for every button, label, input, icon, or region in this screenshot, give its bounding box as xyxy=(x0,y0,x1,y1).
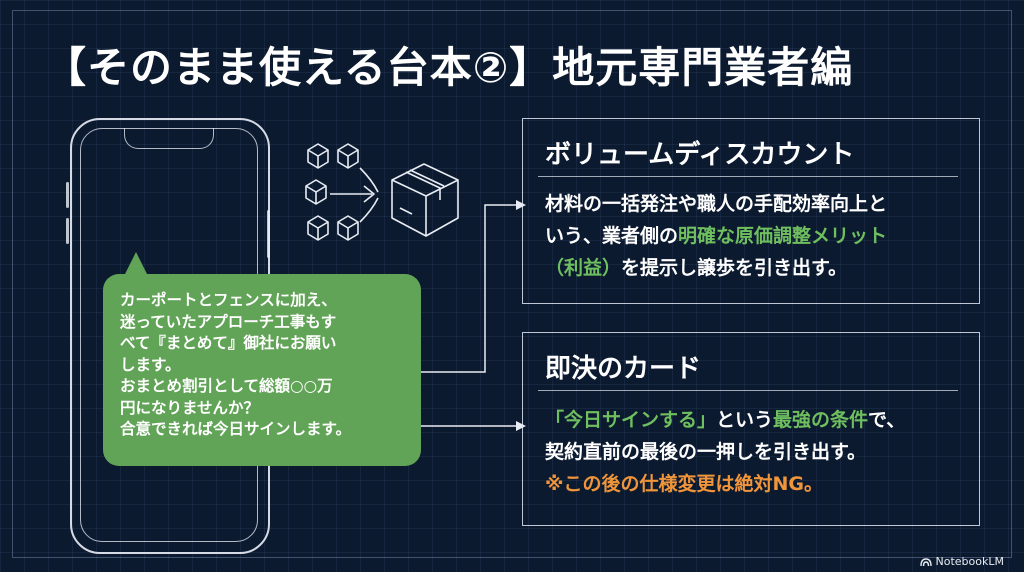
volume-discount-divider xyxy=(538,176,958,177)
text-segment: という xyxy=(716,409,774,431)
speech-bubble-tail xyxy=(124,252,148,276)
instant-decision-line-1: 「今日サインする」という最強の条件で、 xyxy=(545,404,905,436)
text-segment: を提示し譲歩を引き出す。 xyxy=(621,257,848,279)
instant-decision-panel xyxy=(522,332,980,526)
text-segment: で、 xyxy=(868,409,906,431)
volume-discount-title: ボリュームディスカウント xyxy=(545,140,855,170)
speech-bubble-text: カーポートとフェンスに加え、 迷っていたアプローチ工事もす べて『まとめて』御社… xyxy=(120,290,416,441)
bubble-line: おまとめ割引として総額○○万 xyxy=(120,377,333,395)
bubble-line: 迷っていたアプローチ工事もす xyxy=(120,312,337,331)
bubble-line: 円になりませんか？ xyxy=(120,398,260,417)
volume-discount-line-1: 材料の一括発注や職人の手配効率向上と xyxy=(545,193,888,215)
smartphone-side-button xyxy=(66,218,69,244)
smartphone-side-button xyxy=(66,182,69,208)
slide-frame xyxy=(12,10,1012,558)
volume-discount-body: 材料の一括発注や職人の手配効率向上と いう、業者側の明確な原価調整メリット （利… xyxy=(545,188,887,284)
highlight-text: 最強の条件 xyxy=(773,409,869,431)
notebooklm-logo-icon xyxy=(919,557,932,566)
instant-decision-warning: ※この後の仕様変更は絶対NG。 xyxy=(545,473,823,495)
instant-decision-divider xyxy=(538,390,958,391)
smartphone-side-button xyxy=(267,210,270,258)
boxes-consolidation-icon xyxy=(305,143,459,241)
volume-discount-panel xyxy=(522,118,980,304)
bubble-line: します。 xyxy=(120,355,181,374)
bubble-line: 合意できれば今日サインします。 xyxy=(120,420,351,438)
volume-discount-line-2: いう、業者側の明確な原価調整メリット xyxy=(545,220,887,252)
notebooklm-logo: NotebookLM xyxy=(919,555,1004,568)
notebooklm-logo-text: NotebookLM xyxy=(935,555,1004,568)
instant-decision-line-2: 契約直前の最後の一押しを引き出す。 xyxy=(545,441,867,463)
speech-bubble xyxy=(103,274,421,466)
highlight-text: （利益） xyxy=(545,257,622,279)
instant-decision-body: 「今日サインする」という最強の条件で、 契約直前の最後の一押しを引き出す。 ※こ… xyxy=(545,404,905,500)
highlight-text: 「今日サインする」 xyxy=(545,409,717,431)
slide-title: 【そのまま使える台本②】地元専門業者編 xyxy=(44,43,854,92)
smartphone-notch xyxy=(124,128,214,149)
bubble-line: カーポートとフェンスに加え、 xyxy=(120,291,337,309)
instant-decision-title: 即決のカード xyxy=(545,354,702,384)
text-segment: いう、業者側の xyxy=(545,225,679,247)
volume-discount-line-3: （利益）を提示し譲歩を引き出す。 xyxy=(545,252,887,284)
bubble-line: べて『まとめて』御社にお願い xyxy=(120,334,337,352)
highlight-text: 明確な原価調整メリット xyxy=(678,225,888,247)
